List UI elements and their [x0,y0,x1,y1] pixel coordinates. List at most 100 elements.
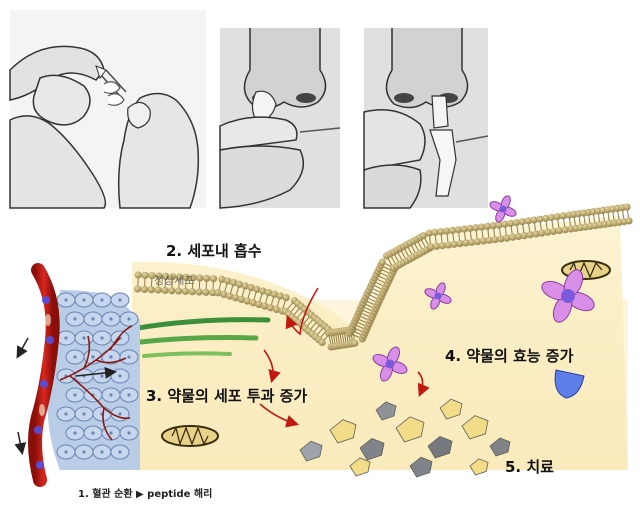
step-1-label: 1. 혈관 순환 ▶ peptide 해리 [78,489,213,500]
lipid-head [134,285,142,293]
lipid-head [456,240,464,248]
lipid-head [512,218,521,227]
lipid-head [466,224,474,232]
debris-piece [461,415,489,440]
lipid-head [196,274,204,282]
lipid-head [266,304,275,312]
lipid-head [509,233,517,241]
lipid-head [514,232,523,241]
lipid-head [460,225,468,233]
lipid-head [155,272,163,280]
lipid-head [524,217,532,225]
capillary-network [59,325,133,441]
lipid-head [501,220,509,228]
lipid-head [491,236,499,244]
lipid-head [473,238,482,246]
lipid-head [468,238,476,246]
flow-arrows [14,337,117,455]
lipid-head [625,217,633,225]
lipid-head [272,305,281,313]
step-4-label: 4. 약물의 효능 증가 [445,347,574,365]
lipid-head [259,287,267,295]
debris-piece [409,456,433,478]
lipid-head [134,271,142,279]
drug-particle-icon [541,269,595,323]
blood-vessel [28,263,60,487]
lipid-head [450,240,458,248]
debris-piece [349,457,371,477]
lipid-head [182,273,190,281]
lipid-head [220,290,228,298]
lipid-head [218,275,226,283]
cell-cluster [47,290,140,470]
mitochondrion-icon [161,425,219,447]
lipid-head [237,295,246,303]
lipid-head [168,273,177,281]
lipid-head [195,288,203,296]
normal-cell-label: 정상세포 [154,274,195,287]
lipid-head [243,297,251,305]
lipid-head [507,219,515,228]
cone-icon [554,369,585,399]
lipid-head [351,339,359,347]
lipid-head [241,282,249,290]
debris-piece [329,419,357,444]
lipid-head [536,215,544,223]
lipid-head [419,232,427,240]
lipid-head [154,286,162,294]
debris-piece [427,435,453,459]
lipid-head [532,230,540,238]
lipid-head [231,294,240,302]
lipid-head [224,277,232,285]
lipid-head [559,212,567,220]
lipid-head [181,287,190,295]
lipid-head [472,224,480,232]
lipid-head [209,289,217,297]
lipid-head [189,274,197,282]
lipid-head [427,243,435,251]
lipid-head [214,289,222,297]
lipid-head [209,275,218,283]
lipid-head [202,288,210,296]
lipid-head [253,285,261,293]
lipid-head [203,274,211,282]
debris-piece [439,398,463,420]
lipid-head [318,338,326,347]
lipid-head [443,227,451,235]
lipid-head [249,299,257,307]
debris-piece [375,401,397,421]
lipid-head [235,280,244,288]
lipid-head [433,242,441,250]
step-3-label: 3. 약물의 세포 투과 증가 [146,387,308,405]
lipid-head [147,286,155,294]
lipid-head [462,239,470,247]
lipid-head [503,234,511,242]
drug-particle-icon [424,282,452,310]
lipid-head [162,272,170,280]
lipid-head [478,223,486,231]
lipid-head [547,213,556,222]
lipid-head [255,300,263,308]
lipid-head [555,226,563,235]
lipid-head [623,203,631,211]
lipid-head [226,292,234,300]
lipid-head [247,284,255,292]
cell-interior [132,216,628,470]
lipid-head [229,279,238,287]
lipid-head [437,228,445,236]
lipid-head [561,226,569,234]
lipid-head [483,222,492,230]
lipid-head [261,302,269,310]
lipid-head [454,226,462,234]
debris-piece [395,416,425,443]
lipid-head [497,235,505,243]
lipid-head [520,231,528,240]
lipid-head [542,214,550,223]
drug-particle-icon [372,346,408,382]
lipid-head [175,273,183,281]
lipid-head [175,287,183,295]
lipid-head [282,294,290,302]
lipid-head [544,228,552,236]
lipid-head [276,292,284,300]
lipid-head [161,286,169,294]
